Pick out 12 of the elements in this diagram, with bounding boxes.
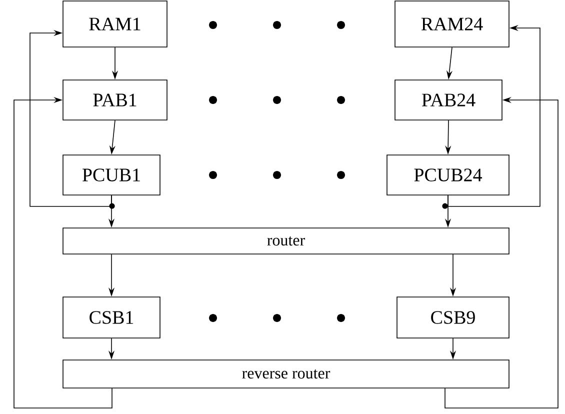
block-box: CSB9: [396, 296, 510, 338]
block-box: CSB1: [62, 296, 160, 338]
block-box: RAM24: [394, 0, 510, 48]
block-box: PAB24: [394, 80, 502, 120]
block-box: PCUB1: [62, 154, 160, 196]
bus-box: router: [62, 228, 510, 254]
bus-box: reverse router: [62, 360, 510, 388]
arrow: [30, 30, 112, 207]
arrow: [14, 96, 112, 408]
block-box: PAB1: [62, 80, 168, 120]
block-box: RAM1: [62, 0, 168, 48]
block-box: PCUB24: [386, 154, 510, 196]
